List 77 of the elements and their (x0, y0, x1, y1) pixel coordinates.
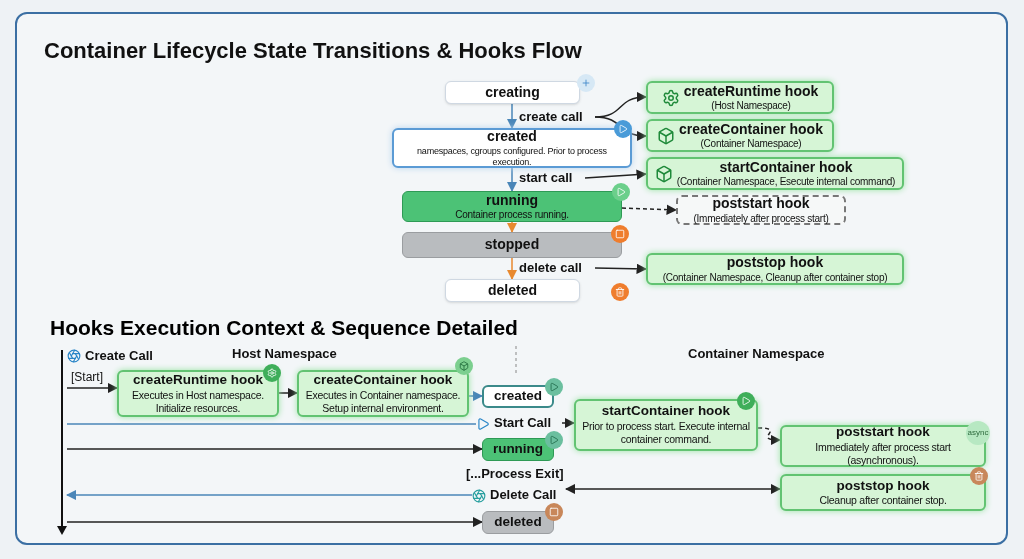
node-title: startContainer hook (601, 403, 731, 421)
node-description: Container process running. (455, 209, 569, 222)
state-box (402, 191, 622, 222)
hook-box (646, 157, 904, 190)
state-box (402, 232, 622, 258)
node-title: poststart hook (836, 424, 930, 442)
call-text: Delete Call (490, 487, 557, 504)
node-title: created (494, 388, 542, 405)
node-description: (Host Namespace) (711, 100, 791, 113)
call-text: start call (519, 170, 573, 187)
call-text: Create Call (85, 347, 153, 365)
arrow (278, 387, 299, 399)
call-text: Start Call (494, 415, 552, 432)
node-title: creating (485, 83, 540, 102)
hook-box (297, 370, 469, 417)
arrow (506, 167, 518, 193)
node-title: createRuntime hook (133, 371, 263, 389)
arrow (66, 382, 119, 394)
call-text: delete call (519, 260, 582, 277)
arrow (757, 427, 782, 445)
hook-box (676, 195, 846, 225)
state-box (392, 128, 632, 168)
hook-box (646, 119, 834, 152)
node-title: createContainer hook (679, 120, 823, 138)
node-description: Prior to process start. Execute internal container command. (581, 420, 751, 447)
hook-box (646, 253, 904, 285)
call-text: create call (519, 109, 583, 126)
node-title: deleted (488, 281, 537, 300)
node-description: (Container Namespace) (700, 138, 802, 151)
hook-box (780, 425, 986, 467)
arrow (594, 263, 648, 275)
section-heading: Hooks Execution Context & Sequence Detailed (50, 315, 518, 341)
arrow (468, 390, 484, 402)
node-description: Cleanup after container stop. (819, 494, 947, 508)
node-description: (Container Namespace, Esecute internal command) (676, 176, 896, 189)
node-title: created (487, 128, 537, 146)
node-description: Executes in Host namespace. Initialize resources. (131, 388, 265, 416)
arrow (506, 221, 518, 234)
node-description: (Container Namespace, Cleanup after container stop) (662, 271, 888, 284)
node-description: (Immediately after process start) (693, 212, 829, 225)
state-box (482, 438, 554, 461)
hook-box (646, 81, 834, 114)
node-title: startContainer hook (719, 158, 853, 176)
hook-box (780, 474, 986, 511)
node-description: namespaces, cgroups configured. Prior to process execution. (416, 145, 608, 168)
lifeline (57, 350, 67, 535)
state-box (482, 385, 554, 408)
node-title: running (492, 441, 544, 458)
state-box (445, 279, 580, 302)
node-title: deleted (494, 514, 542, 531)
node-description: Immediately after process start (asynchronous). (814, 441, 952, 468)
node-title: createRuntime hook (683, 82, 819, 100)
node-title: createContainer hook (313, 371, 453, 389)
note-label: [...Process Exit] (466, 465, 564, 483)
region-label: Container Namespace (688, 345, 825, 363)
arrow (561, 417, 576, 429)
arrow (506, 257, 518, 281)
hook-box (117, 370, 279, 417)
arrow (66, 516, 484, 528)
arrow (66, 443, 484, 455)
node-title: poststop hook (726, 254, 824, 272)
arrow (506, 103, 518, 130)
arrow (594, 116, 648, 141)
node-description: Executes in Container namespace. Setup internal environment. (304, 388, 462, 416)
node-title: poststart hook (712, 195, 810, 213)
arrow (584, 169, 648, 180)
node-title: poststop hook (836, 477, 930, 495)
arrow (621, 204, 678, 215)
arrow (65, 489, 473, 501)
arrow (564, 483, 782, 495)
node-title: running (485, 191, 539, 209)
region-label: Host Namespace (232, 345, 337, 363)
state-box (445, 81, 580, 104)
node-title: stopped (484, 236, 540, 254)
hook-box (574, 399, 758, 451)
diagram-title: Container Lifecycle State Transitions & Hooks Flow (44, 37, 582, 65)
state-box (482, 511, 554, 534)
